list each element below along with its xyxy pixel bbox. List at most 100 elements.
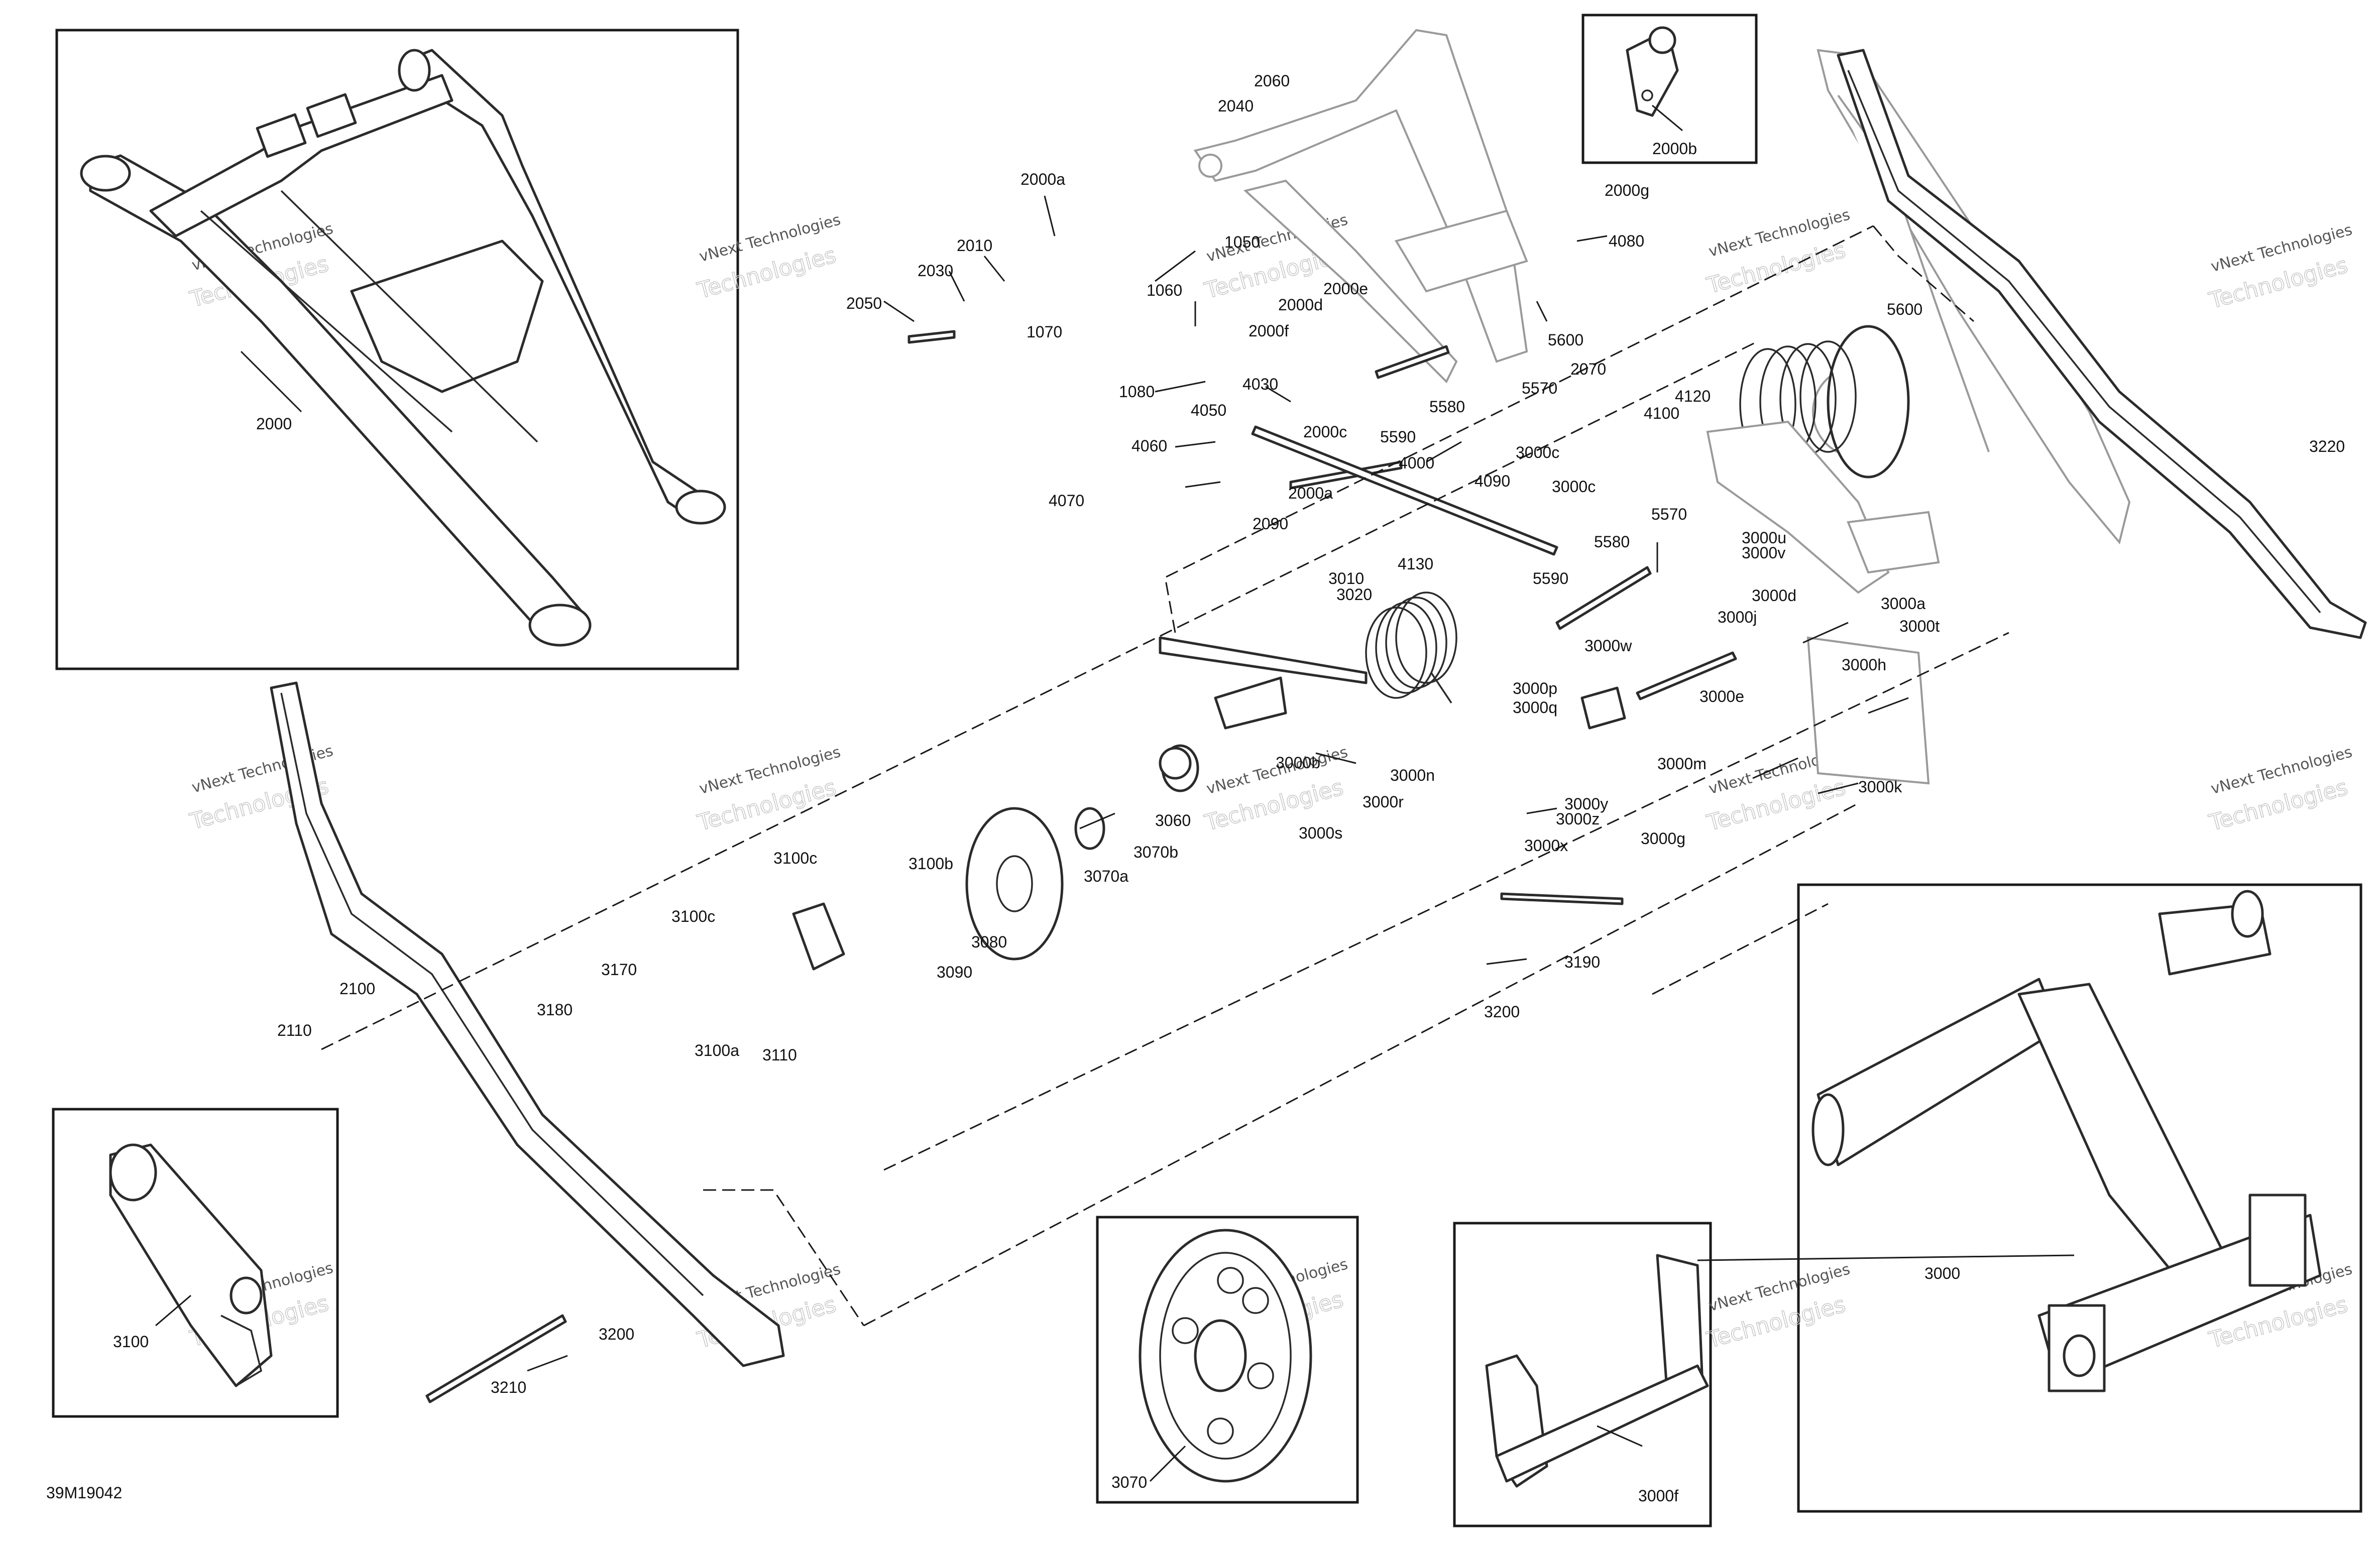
label-5590: 5590 <box>1533 569 1568 587</box>
label-3000c: 3000c <box>1516 443 1559 461</box>
part-labels: 2000 2000a 2000a 2000b 2000c 2000d 2000e… <box>113 72 2345 1505</box>
label-4090: 4090 <box>1475 472 1510 490</box>
label-3000e: 3000e <box>1699 687 1744 705</box>
arm-3100-inset-illustration <box>109 1143 273 1387</box>
label-2000g: 2000g <box>1605 181 1649 199</box>
label-1060: 1060 <box>1147 281 1182 299</box>
label-4030: 4030 <box>1242 375 1278 393</box>
label-3070: 3070 <box>1111 1473 1147 1491</box>
label-3080: 3080 <box>971 933 1007 951</box>
label-2000a: 2000a <box>1288 484 1333 502</box>
diagram-reference-code: 39M19042 <box>46 1484 122 1502</box>
label-3000q: 3000q <box>1513 698 1557 717</box>
label-3000x: 3000x <box>1524 837 1568 855</box>
label-3090: 3090 <box>937 963 972 981</box>
label-2100: 2100 <box>339 980 375 998</box>
bracket-2000b-illustration <box>1626 26 1679 117</box>
label-5580: 5580 <box>1594 533 1630 551</box>
label-3000t: 3000t <box>1899 617 1940 635</box>
label-3200: 3200 <box>599 1325 634 1343</box>
label-2000f: 2000f <box>1249 322 1289 340</box>
assembly-dashed-lines <box>321 225 2009 1327</box>
label-3100c: 3100c <box>773 849 817 867</box>
label-3000w: 3000w <box>1584 637 1632 655</box>
label-3000c: 3000c <box>1552 478 1596 496</box>
label-3000s: 3000s <box>1299 824 1342 842</box>
label-3020: 3020 <box>1336 585 1372 604</box>
label-3000p: 3000p <box>1513 679 1557 697</box>
label-2070: 2070 <box>1570 360 1606 378</box>
hardware-illustration <box>425 330 1737 1403</box>
label-3070b: 3070b <box>1134 843 1178 861</box>
label-3000r: 3000r <box>1363 793 1404 811</box>
label-3220: 3220 <box>2309 437 2345 455</box>
label-5600: 5600 <box>1887 300 1922 318</box>
left-rail-illustration <box>270 681 785 1367</box>
label-2060: 2060 <box>1254 72 1290 90</box>
label-1080: 1080 <box>1119 383 1155 401</box>
label-3000v: 3000v <box>1742 544 1785 562</box>
label-3110: 3110 <box>762 1046 797 1064</box>
label-4060: 4060 <box>1131 437 1167 455</box>
label-3000y: 3000y <box>1564 795 1608 813</box>
center-body-illustration <box>1706 420 1940 785</box>
label-3000d: 3000d <box>1752 586 1796 605</box>
label-3190: 3190 <box>1564 953 1600 971</box>
label-1070: 1070 <box>1027 323 1062 341</box>
label-2000e: 2000e <box>1323 280 1368 298</box>
bracket-3000f-illustration <box>1485 1254 1709 1488</box>
leader-lines <box>155 104 2075 1482</box>
label-3100a: 3100a <box>695 1041 739 1059</box>
label-5580: 5580 <box>1429 398 1465 416</box>
label-3000h: 3000h <box>1842 656 1886 674</box>
label-3060: 3060 <box>1155 811 1191 829</box>
label-4070: 4070 <box>1049 492 1084 510</box>
label-2010: 2010 <box>957 236 992 255</box>
label-3200: 3200 <box>1484 1003 1520 1021</box>
inset-frame-3070 <box>1096 1216 1359 1504</box>
label-2090: 2090 <box>1253 515 1288 533</box>
inset-frame-3000 <box>1797 883 2362 1513</box>
label-3000n: 3000n <box>1390 766 1435 784</box>
label-4080: 4080 <box>1609 232 1644 250</box>
main-body-3000-illustration <box>1811 890 2322 1392</box>
label-3000a: 3000a <box>1881 595 1925 613</box>
label-3070a: 3070a <box>1084 867 1128 885</box>
label-2000c: 2000c <box>1303 423 1347 441</box>
label-2030: 2030 <box>918 262 953 280</box>
torsion-spring-3010-illustration <box>1159 591 1457 703</box>
label-2000b: 2000b <box>1652 140 1697 158</box>
label-3000m: 3000m <box>1657 755 1707 773</box>
label-2110: 2110 <box>277 1021 312 1039</box>
label-1050: 1050 <box>1224 233 1260 251</box>
inset-frame-3000f <box>1453 1222 1712 1527</box>
label-2000: 2000 <box>256 415 292 433</box>
label-2040: 2040 <box>1218 97 1254 115</box>
label-5590: 5590 <box>1380 428 1416 446</box>
label-3000: 3000 <box>1924 1264 1960 1282</box>
label-3000g: 3000g <box>1641 829 1685 848</box>
inset-frame-2000b <box>1581 14 1758 164</box>
label-3170: 3170 <box>601 961 637 979</box>
label-3210: 3210 <box>491 1378 526 1396</box>
label-5570: 5570 <box>1651 505 1687 523</box>
label-2000a: 2000a <box>1021 170 1065 188</box>
label-4100: 4100 <box>1644 404 1679 422</box>
right-rail-illustration <box>1837 49 2367 639</box>
label-3010: 3010 <box>1328 569 1364 587</box>
swing-arm-2000-illustration <box>80 49 726 647</box>
label-4050: 4050 <box>1191 401 1226 419</box>
label-4000: 4000 <box>1399 454 1434 472</box>
label-3100: 3100 <box>113 1333 149 1351</box>
label-3000z: 3000z <box>1556 810 1600 828</box>
label-2000d: 2000d <box>1278 296 1323 314</box>
label-3100b: 3100b <box>909 855 953 873</box>
label-3100c: 3100c <box>671 907 715 925</box>
wheel-3070-inset-illustration <box>1139 1229 1312 1483</box>
label-2050: 2050 <box>846 294 882 312</box>
label-3000j: 3000j <box>1718 608 1757 626</box>
label-3000u: 3000u <box>1742 529 1786 547</box>
label-5570: 5570 <box>1522 379 1557 397</box>
inset-frame-3100 <box>52 1108 339 1418</box>
